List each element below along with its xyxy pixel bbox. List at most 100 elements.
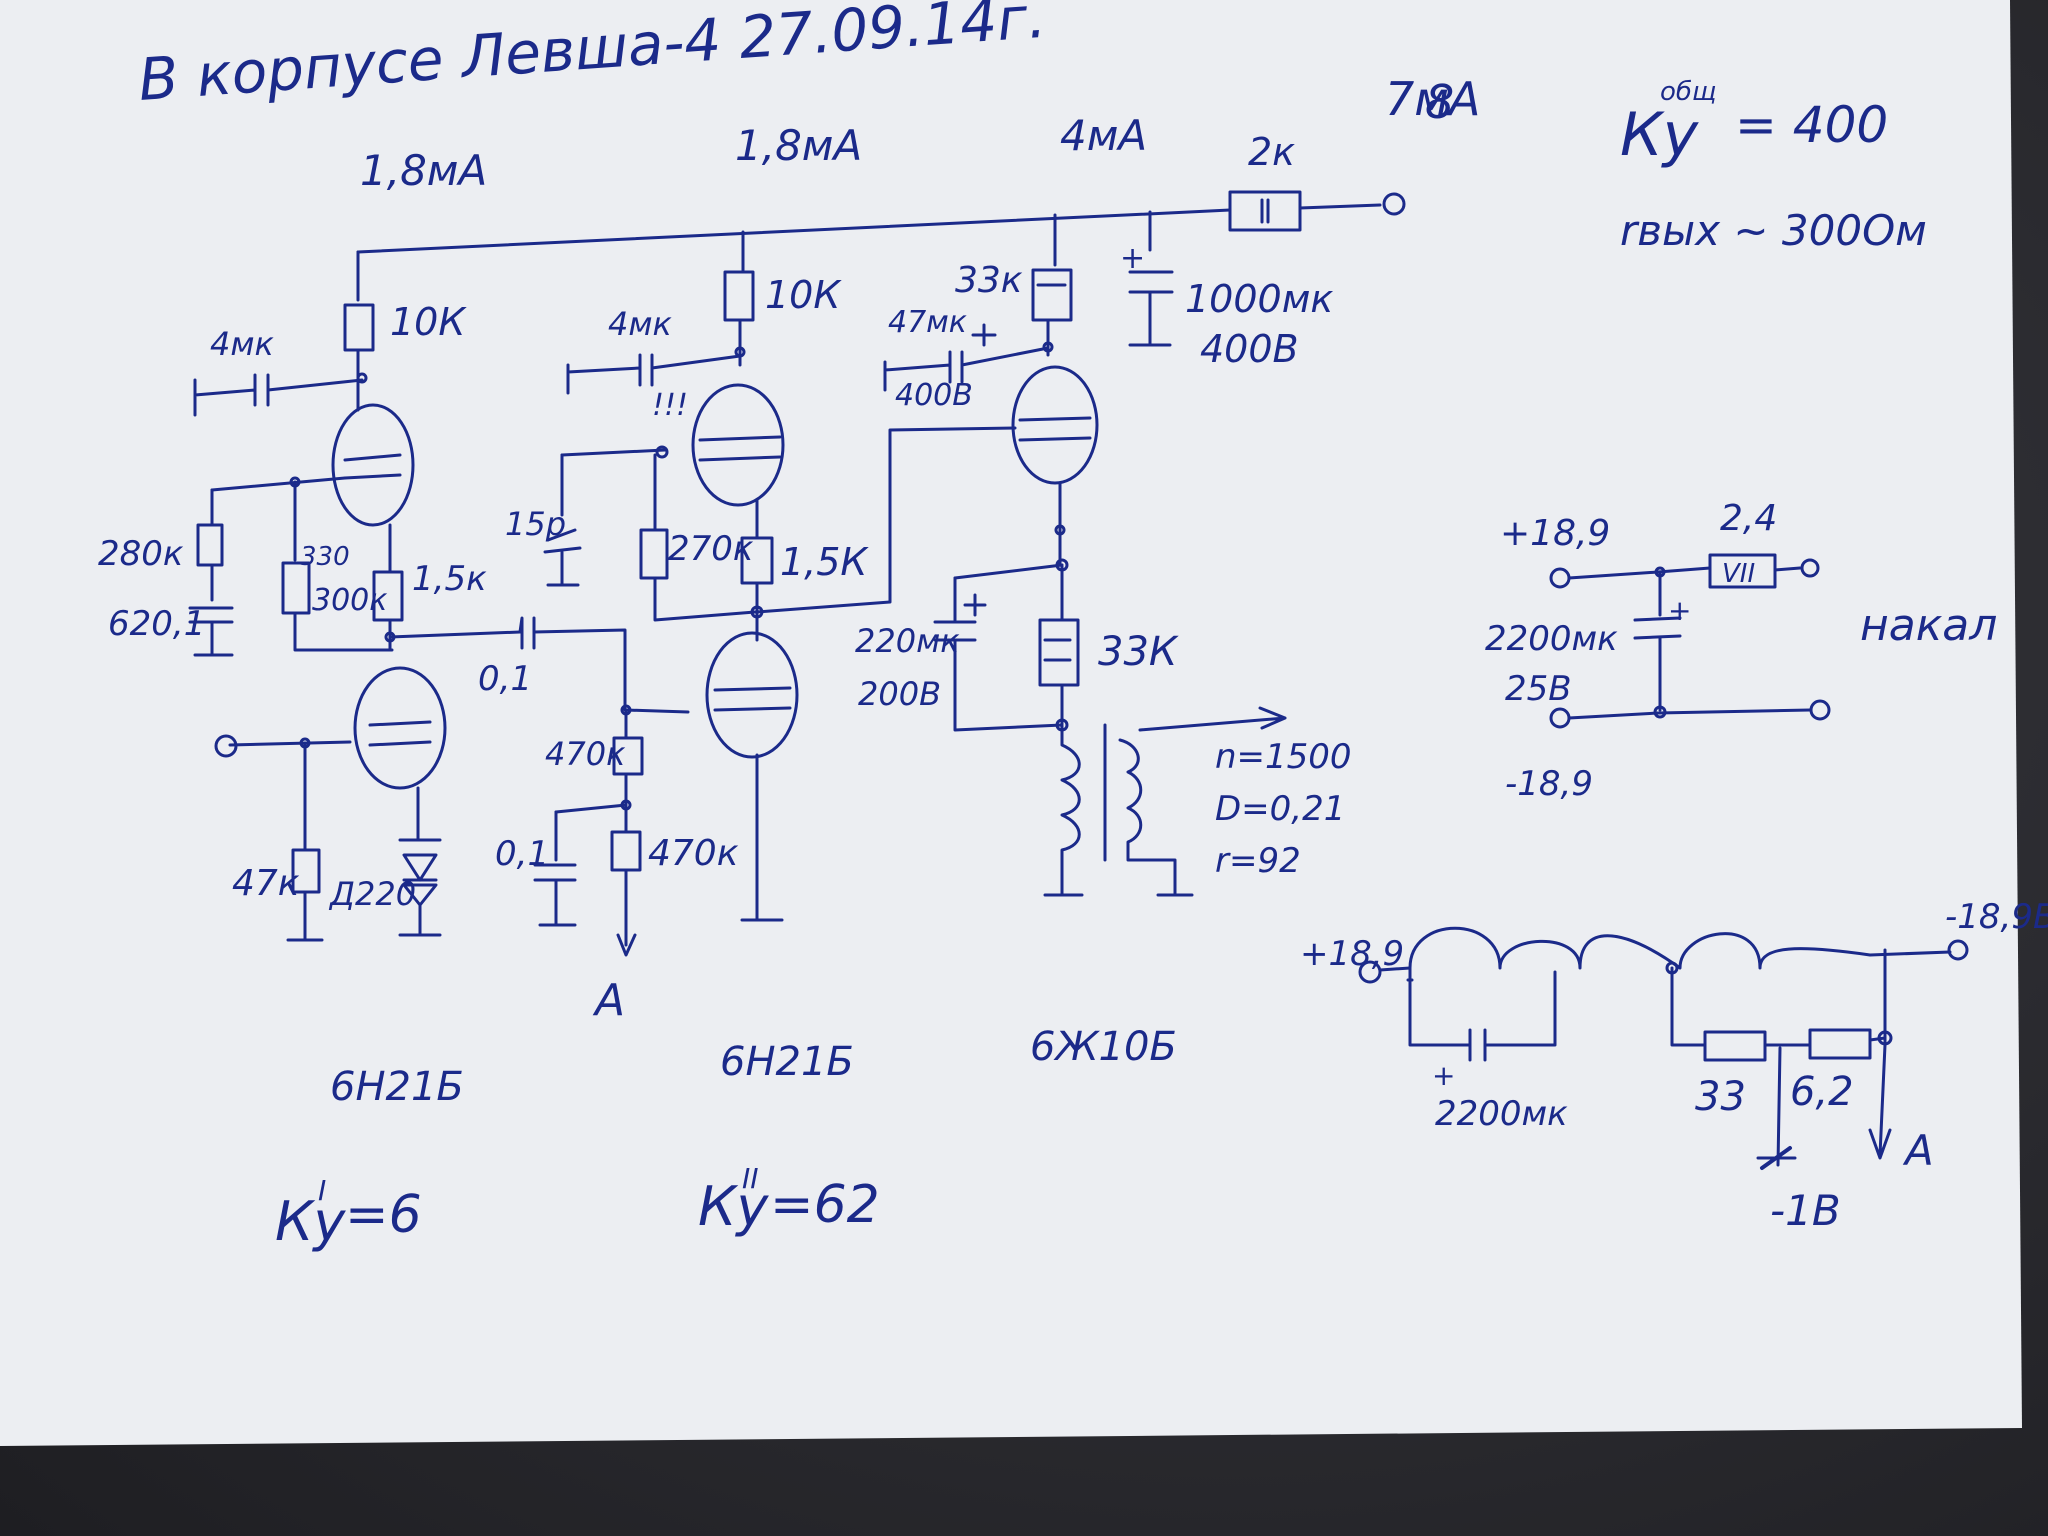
stage1-coupling-cap-label: 4мк — [210, 325, 275, 363]
heater-minus-label: -18,9 — [1505, 764, 1593, 804]
stage2-current: 1,8мА — [735, 121, 862, 170]
stage1-diode-label: Д220 — [328, 875, 416, 913]
stage2-tube-lower — [705, 631, 799, 759]
stage3-tube-label: 6Ж10Б — [1030, 1024, 1177, 1070]
stage1-grid-cap-label: 280к — [98, 534, 184, 574]
stage1-diodes — [398, 838, 442, 937]
stage2-divider-bottom-label: 470к — [648, 833, 739, 874]
heater-cap-label: 2200мк — [1485, 619, 1618, 659]
stage3-bypass-cap-label: 47мк — [888, 305, 967, 340]
interstage-cap-label: 0,1 — [478, 659, 532, 699]
stage1-grid-cap — [196, 523, 224, 567]
stage2-gain-sup: II — [742, 1162, 759, 1195]
output-transformer-secondary — [1118, 738, 1194, 897]
stage3-anode-resistor-label: 33к — [955, 260, 1023, 301]
supply-terminal — [1382, 192, 1406, 216]
stage1-gain-label: Ку — [275, 1190, 346, 1253]
stage2-coupling-cap-label: 4мк — [608, 305, 673, 343]
stage1-current: 1,8мА — [360, 146, 487, 195]
stage3-current: 4мА — [1060, 111, 1147, 160]
stage2-divider-cap — [533, 810, 577, 927]
stage2-anode-resistor-label: 10К — [765, 273, 842, 317]
input-terminal[interactable] — [214, 734, 238, 758]
supply-filter-cap — [1128, 270, 1174, 347]
transformer-r: r=92 — [1215, 841, 1301, 881]
stage3-screen-cap-label: 220мк — [855, 622, 960, 660]
stage3-tube — [1011, 365, 1099, 485]
heater-plus-label: +18,9 — [1500, 513, 1610, 554]
heater-out-terminal[interactable] — [1800, 558, 1820, 578]
stage2-tube-label: 6Н21Б — [720, 1039, 854, 1085]
stage2-gain-label: Ку — [698, 1175, 769, 1238]
filter-cap-voltage: 400В — [1200, 327, 1299, 371]
stage2-divider-cap-label: 0,1 — [495, 834, 549, 874]
stage1-grid-cap2-label: 620,1 — [108, 604, 205, 644]
stage2-grid-marks: !!! — [652, 388, 688, 423]
chain-r2-label: 6,2 — [1790, 1069, 1854, 1115]
stage3-screen-cap-voltage: 200В — [858, 675, 941, 713]
heater-reg-voltage: 2,4 — [1720, 498, 1777, 539]
output-transformer-primary — [1043, 723, 1084, 897]
stage2-gain-value: =62 — [770, 1175, 880, 1235]
chain-resistor-62 — [1808, 1028, 1872, 1060]
chain-r1-label: 33 — [1695, 1074, 1746, 1120]
chain-plus-terminal[interactable] — [1358, 960, 1382, 984]
stage1-gain-value: =6 — [345, 1185, 422, 1245]
stage2-cathode-resistor-label: 1,5К — [780, 540, 869, 584]
stage2-divider-top-label: 470к — [545, 735, 626, 773]
stage1-bias-resistor-label: 47к — [232, 863, 300, 904]
transformer-d: D=0,21 — [1215, 789, 1345, 829]
total-gain-value: = 400 — [1735, 96, 1888, 154]
output-impedance: rвых ~ 300Ом — [1620, 206, 1927, 255]
stage1-cathode-resistor-label: 1,5к — [412, 559, 487, 599]
total-gain-sup: общ — [1660, 77, 1716, 107]
stage3-anode-resistor — [1031, 268, 1073, 322]
supply-resistor — [1228, 190, 1302, 232]
filter-cap-plus: + — [1120, 241, 1145, 276]
bplus-rail — [356, 208, 1232, 254]
total-gain-label: Ку — [1620, 100, 1700, 170]
stage1-cathode-resistor — [372, 570, 404, 622]
stage3-bypass-cap-voltage: 400В — [895, 378, 973, 413]
filter-cap-label: 1000мк — [1185, 277, 1333, 321]
stage2-coupling-cap — [566, 353, 742, 395]
stage1-cathode-upper-label: 300к — [312, 583, 387, 618]
stage1-tube-upper — [331, 403, 415, 527]
stage3-cathode-resistor-label: 33К — [1098, 629, 1179, 675]
stage1-coupling-cap — [193, 373, 364, 417]
stage2-divider-top — [612, 736, 644, 776]
total-current-label: 7мА — [1385, 72, 1480, 126]
chain-minus-terminal[interactable] — [1947, 939, 1969, 961]
filament-chain — [1408, 926, 1952, 970]
stage2-node-label: А — [592, 975, 625, 1026]
total-current-strike: 8 — [1425, 75, 1454, 129]
stage2-grid-resistor-label: 270к — [668, 529, 754, 569]
heater-out2-terminal[interactable] — [1809, 699, 1831, 721]
chain-cap-label: 2200мк — [1435, 1094, 1568, 1134]
stage1-tube-label: 6Н21Б — [330, 1064, 464, 1110]
chain-plus-label: +18,9 — [1300, 934, 1404, 974]
heater-reg-label: VII — [1722, 559, 1755, 589]
stage1-tube-lower — [353, 666, 447, 790]
heater-cap — [1633, 616, 1682, 640]
chain-node-label: А — [1902, 1126, 1934, 1175]
stage1-gain-sup: I — [318, 1174, 326, 1207]
stage3-cathode-resistor — [1038, 618, 1080, 687]
stage3-bypass-cap — [883, 346, 1050, 392]
heater-title: накал — [1860, 600, 1997, 651]
supply-resistor-label: 2к — [1248, 130, 1295, 174]
interstage-cap — [518, 616, 627, 712]
stage2-trim-cap-label: 15р — [505, 505, 566, 543]
stage1-cathode-strike: 330 — [300, 542, 350, 572]
transformer-n: n=1500 — [1215, 737, 1352, 777]
paper-sheet — [0, 0, 2022, 1446]
chain-cap-plus: + — [1432, 1059, 1455, 1092]
heater-cap-voltage: 25В — [1505, 669, 1572, 709]
stage2-tube-upper — [691, 383, 785, 507]
stage2-trim-cap — [543, 528, 582, 587]
stage1-anode-resistor-label: 10К — [390, 300, 467, 344]
chain-minus-label: -18,9В — [1945, 897, 2048, 937]
chain-cap — [1468, 970, 1557, 1062]
chain-bias-label: -1В — [1770, 1186, 1841, 1235]
